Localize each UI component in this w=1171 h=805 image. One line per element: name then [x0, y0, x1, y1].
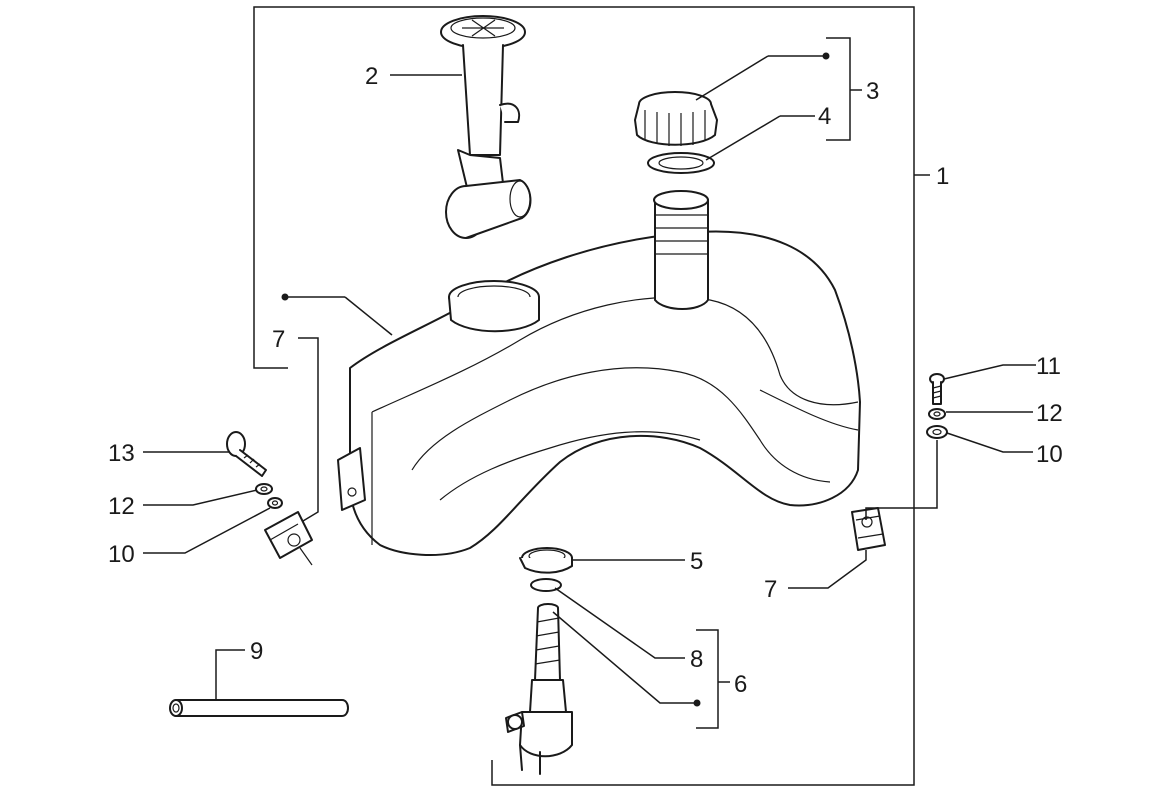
callout-10-left: 10	[108, 541, 135, 568]
cap-gasket	[647, 152, 715, 174]
leader-dot	[693, 699, 701, 707]
washer-10-left	[267, 497, 283, 509]
callout-10-right: 10	[1036, 441, 1063, 468]
fuel-tap	[505, 603, 573, 775]
callout-9: 9	[250, 638, 263, 665]
leader-dot	[822, 52, 830, 60]
clip-nut-left	[264, 511, 313, 566]
fuel-tank	[337, 190, 861, 557]
callout-2: 2	[365, 63, 378, 90]
oil-filler-cap	[634, 91, 718, 146]
bracket-group-6	[696, 629, 719, 729]
bracket-group-3	[826, 37, 851, 141]
assembly-bracket	[253, 6, 930, 786]
fuel-gauge-sender	[440, 15, 532, 239]
fuel-hose	[169, 699, 349, 717]
callout-11: 11	[1036, 353, 1061, 380]
washer-12-right	[928, 408, 946, 420]
callout-5: 5	[690, 548, 703, 575]
callout-1: 1	[936, 163, 949, 190]
callout-7-left: 7	[272, 326, 285, 353]
callout-13: 13	[108, 440, 135, 467]
callout-12-right: 12	[1036, 400, 1063, 427]
screw-left	[226, 431, 267, 477]
leader-lines	[143, 55, 1036, 704]
hose-clamp	[519, 547, 573, 574]
washer-10-right	[926, 425, 948, 439]
callout-8: 8	[690, 646, 703, 673]
leader-dot	[281, 293, 289, 301]
clip-nut-right	[851, 507, 886, 551]
o-ring	[530, 578, 562, 592]
washer-12-left	[255, 483, 273, 495]
callout-3: 3	[866, 78, 879, 105]
screw-right	[929, 373, 945, 405]
callout-7-right: 7	[764, 576, 777, 603]
callout-4: 4	[818, 103, 831, 130]
callout-12-left: 12	[108, 493, 135, 520]
callout-6: 6	[734, 671, 747, 698]
